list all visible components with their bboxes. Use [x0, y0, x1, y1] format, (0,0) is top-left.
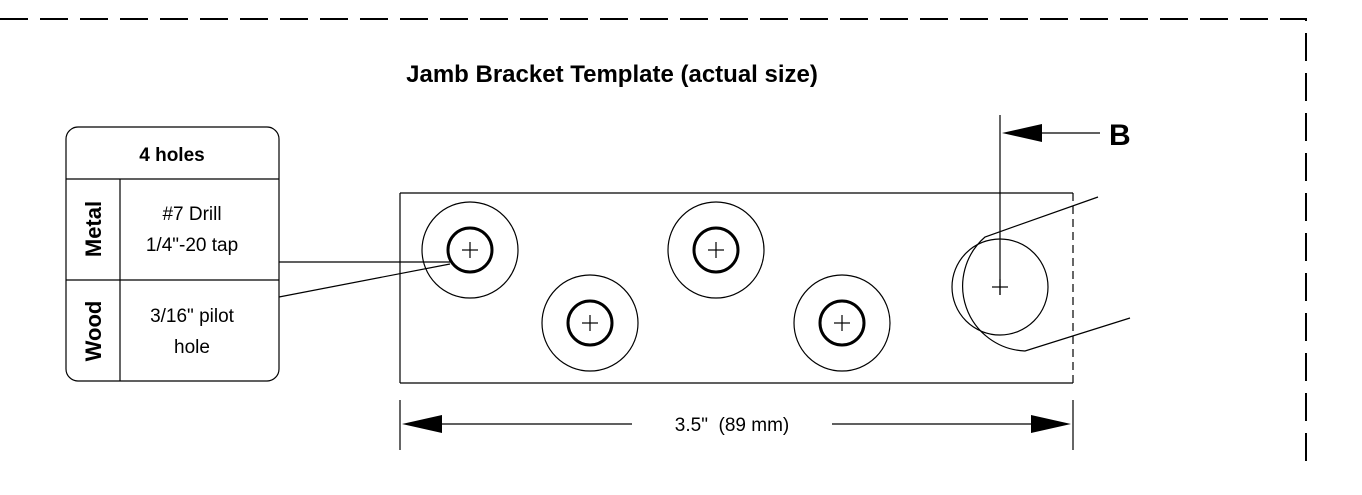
dimension-arrowhead-left — [402, 415, 442, 433]
section-arrowhead — [1002, 124, 1042, 142]
table-frame — [65, 126, 280, 382]
material-label-metal: Metal — [81, 201, 106, 257]
wood-spec-line1: 3/16" pilot — [150, 306, 235, 327]
mounting-hole — [667, 201, 765, 299]
width-dimension: 3.5" (89 mm) — [399, 400, 1074, 450]
mounting-hole — [541, 274, 639, 372]
section-marker: B — [999, 115, 1131, 295]
slot-outline — [962, 196, 1131, 352]
leader-line-wood — [278, 263, 451, 298]
dimension-label: 3.5" (89 mm) — [675, 415, 789, 436]
material-label-wood: Wood — [81, 301, 106, 362]
template-title: Jamb Bracket Template (actual size) — [406, 61, 818, 88]
pivot-slot — [951, 196, 1131, 352]
metal-spec-line2: 1/4"-20 tap — [146, 235, 238, 256]
hole-spec-table: 4 holes Metal #7 Drill 1/4"-20 tap Wood … — [65, 126, 280, 382]
section-label: B — [1109, 119, 1131, 152]
mounting-hole — [793, 274, 891, 372]
table-header: 4 holes — [139, 145, 204, 166]
dimension-arrowhead-right — [1031, 415, 1071, 433]
cut-border-dashed — [0, 18, 1307, 465]
wood-spec-line2: hole — [174, 337, 210, 358]
bracket-plate — [399, 192, 1074, 384]
metal-spec-line1: #7 Drill — [162, 204, 221, 225]
mounting-hole — [421, 201, 519, 299]
